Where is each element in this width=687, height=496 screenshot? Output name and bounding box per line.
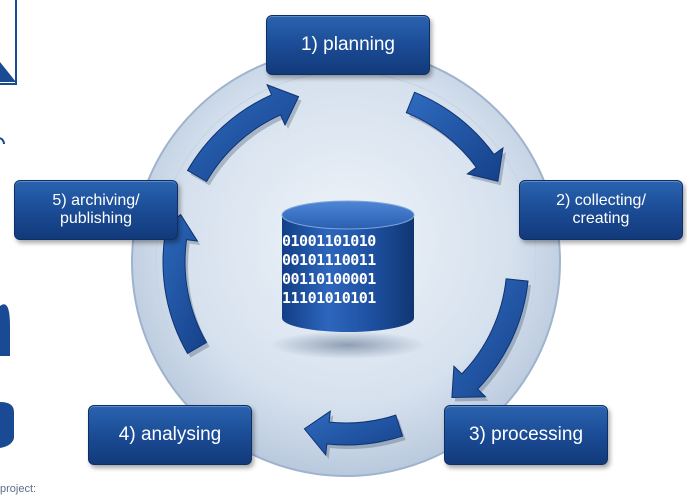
arrow-collecting-to-processing — [451, 278, 529, 399]
stage-processing-label: 3) processing — [468, 423, 584, 445]
stage-archiving-box: 5) archiving/ publishing — [14, 180, 178, 240]
left-edge-person-fragment — [0, 304, 10, 356]
left-edge-glyph-fragment — [0, 137, 5, 145]
stage-analysing-label: 4) analysing — [118, 423, 222, 445]
binary-line: 00110100001 — [282, 270, 376, 288]
footer-fragment: project: — [0, 483, 37, 495]
stage-archiving-label: 5) archiving/ publishing — [52, 192, 140, 227]
binary-line: 00101110011 — [282, 251, 376, 269]
left-edge-hand-fragment — [0, 402, 14, 448]
database-icon — [281, 200, 415, 332]
cycle-arrows — [152, 83, 531, 459]
arrow-processing-to-analysing — [303, 410, 404, 457]
left-edge-frame-fragment — [0, 0, 17, 85]
arrow-archiving-to-planning — [186, 83, 300, 183]
stage-processing-box: 3) processing — [444, 405, 608, 465]
arrow-planning-to-collecting — [405, 91, 504, 182]
stage-planning-label: 1) planning — [300, 33, 396, 55]
stage-collecting-box: 2) collecting/ creating — [519, 180, 683, 240]
binary-line: 11101010101 — [282, 289, 376, 307]
database-binary-text: 01001101010 00101110011 00110100001 1110… — [282, 232, 414, 308]
stage-collecting-label: 2) collecting/ creating — [556, 192, 646, 227]
database-shadow — [270, 331, 426, 359]
left-edge-arrow-fragment — [0, 62, 16, 82]
stage-analysing-box: 4) analysing — [88, 405, 252, 465]
binary-line: 01001101010 — [282, 232, 376, 250]
arrow-analysing-to-archiving — [152, 213, 208, 355]
stage-planning-box: 1) planning — [266, 15, 430, 75]
